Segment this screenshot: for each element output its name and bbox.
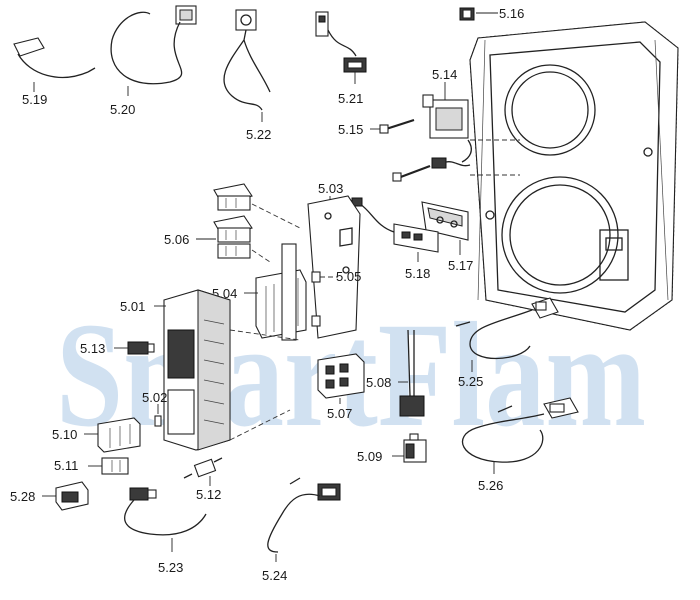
label-5-02: 5.02 xyxy=(142,390,167,405)
part-5-16-switch[interactable] xyxy=(459,7,475,21)
part-5-02-fuse[interactable] xyxy=(154,415,162,427)
label-5-05: 5.05 xyxy=(336,269,361,284)
part-5-14-ignition-unit[interactable] xyxy=(422,94,472,163)
part-5-24-cable[interactable] xyxy=(267,477,341,553)
part-5-26-cable[interactable] xyxy=(461,397,579,463)
label-5-09: 5.09 xyxy=(357,449,382,464)
part-5-28-plug[interactable] xyxy=(55,481,89,511)
label-5-22: 5.22 xyxy=(246,127,271,142)
part-5-05-pins[interactable] xyxy=(311,271,338,327)
label-5-16: 5.16 xyxy=(499,6,524,21)
label-5-21: 5.21 xyxy=(338,91,363,106)
label-5-01: 5.01 xyxy=(120,299,145,314)
part-5-04-terminal-block[interactable] xyxy=(255,243,307,341)
appliance-housing xyxy=(469,21,679,331)
label-5-11: 5.11 xyxy=(54,458,78,473)
part-5-07-relay-block[interactable] xyxy=(317,353,365,399)
part-5-15-screw[interactable] xyxy=(379,118,415,134)
label-5-06: 5.06 xyxy=(164,232,189,247)
part-5-06-connector-blocks[interactable] xyxy=(213,183,253,259)
part-5-10-connector[interactable] xyxy=(97,417,141,453)
part-5-01-control-unit[interactable] xyxy=(163,289,231,451)
part-5-12-lamp[interactable] xyxy=(183,457,223,479)
part-5-23-cable[interactable] xyxy=(124,487,207,536)
label-5-24: 5.24 xyxy=(262,568,287,583)
part-5-11-connector[interactable] xyxy=(101,457,129,475)
part-5-08-sensor[interactable] xyxy=(399,329,425,417)
label-5-08: 5.08 xyxy=(366,375,391,390)
label-5-25: 5.25 xyxy=(458,374,483,389)
label-5-14: 5.14 xyxy=(432,67,457,82)
part-5-22-solenoid-cable[interactable] xyxy=(223,9,271,111)
label-5-28: 5.28 xyxy=(10,489,35,504)
label-5-26: 5.26 xyxy=(478,478,503,493)
part-5-25-cable[interactable] xyxy=(455,297,559,360)
part-5-18-display-module[interactable] xyxy=(351,197,439,253)
label-5-15: 5.15 xyxy=(338,122,363,137)
label-5-07: 5.07 xyxy=(327,406,352,421)
label-5-18: 5.18 xyxy=(405,266,430,281)
label-5-13: 5.13 xyxy=(80,341,105,356)
label-5-10: 5.10 xyxy=(52,427,77,442)
label-5-03: 5.03 xyxy=(318,181,343,196)
label-5-20: 5.20 xyxy=(110,102,135,117)
label-5-12: 5.12 xyxy=(196,487,221,502)
part-5-19-cable[interactable] xyxy=(13,37,96,79)
part-screw-and-sensor xyxy=(392,157,471,182)
label-5-23: 5.23 xyxy=(158,560,183,575)
part-5-09-switch[interactable] xyxy=(403,433,427,463)
part-5-21-cable[interactable] xyxy=(315,11,367,73)
label-5-17: 5.17 xyxy=(448,258,473,273)
part-5-17-bracket[interactable] xyxy=(421,201,469,241)
part-5-20-cable[interactable] xyxy=(110,5,197,85)
part-5-13-plug[interactable] xyxy=(127,341,155,355)
label-5-19: 5.19 xyxy=(22,92,47,107)
